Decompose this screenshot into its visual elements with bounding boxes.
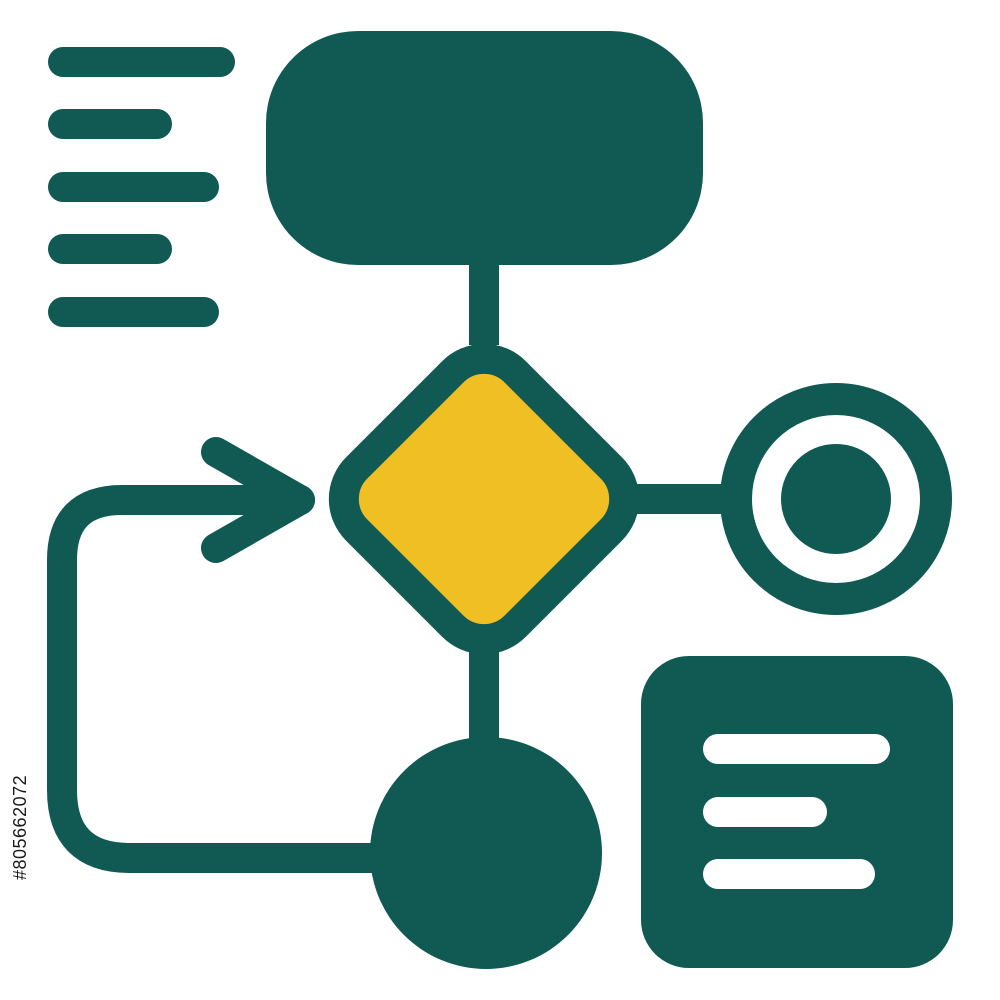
text-lines-icon [48, 47, 235, 327]
loop-arrow [47, 485, 395, 873]
decision-diamond [328, 343, 640, 655]
end-circle [370, 737, 602, 969]
arrow-head-icon [201, 437, 315, 563]
document-note-icon [641, 656, 953, 968]
side-id-label: #805662072 [10, 774, 30, 880]
connector-circle [720, 383, 952, 615]
target-dot [781, 444, 891, 554]
terminator-shape [266, 31, 703, 265]
